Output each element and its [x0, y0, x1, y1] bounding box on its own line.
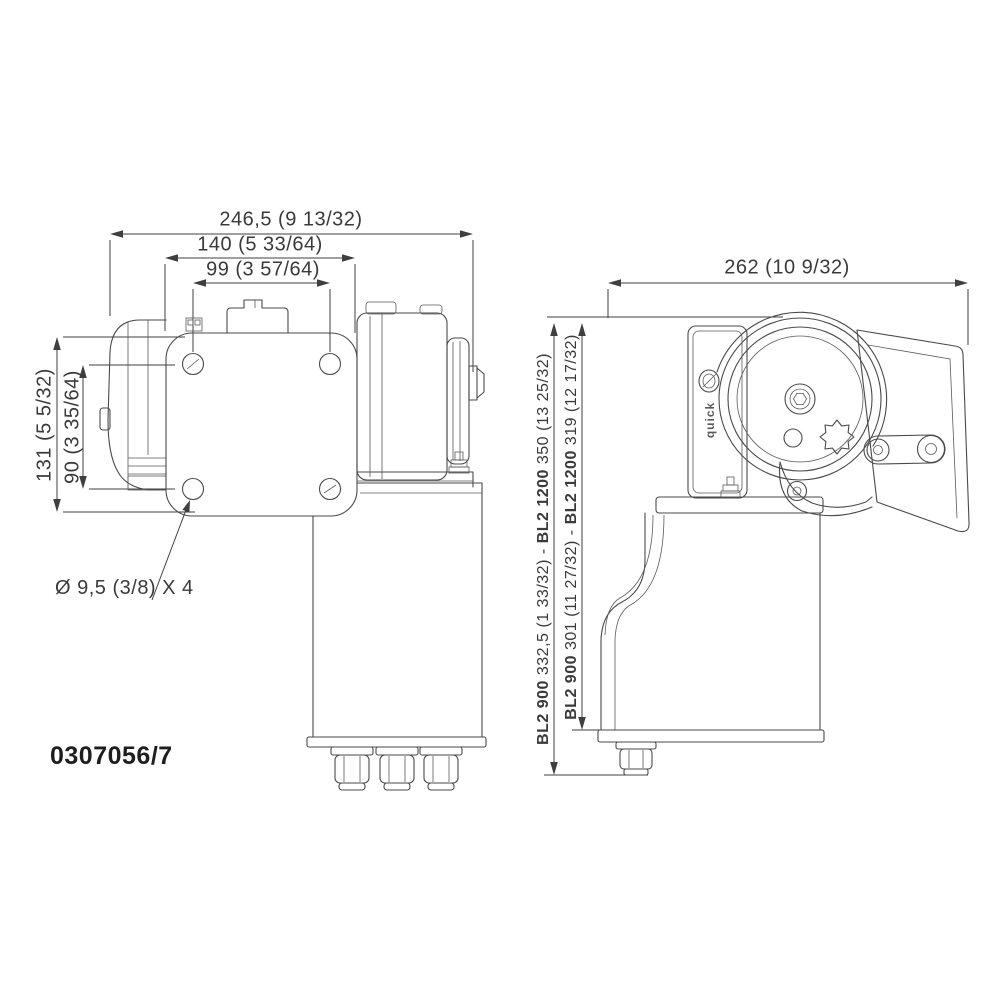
- left-view-drawing: [99, 299, 487, 791]
- brand-emblem: [698, 369, 720, 393]
- cable-gland: [615, 741, 657, 776]
- model-label: BL2 1200: [535, 469, 552, 544]
- motor-body: [597, 512, 825, 743]
- right-view-drawing: [597, 311, 970, 776]
- dim-hole-spacing-horizontal: 99 (3 57/64): [206, 258, 320, 281]
- dim-height-overall: BL2 900 332,5 (1 33/32) - BL2 1200 350 (…: [535, 353, 553, 745]
- dim-value: 319 (12 17/32): [563, 334, 580, 446]
- output-shaft: [476, 367, 485, 399]
- gypsy-drum: [716, 311, 888, 481]
- model-label: BL2 900: [563, 655, 580, 720]
- motor-cylinder: [306, 482, 487, 748]
- dim-plate-width: 140 (5 33/64): [197, 233, 323, 256]
- cable-glands: [330, 746, 463, 791]
- dim-plate-height: 131 (5 5/32): [33, 368, 56, 482]
- dim-overall-width-right: 262 (10 9/32): [724, 256, 850, 279]
- chain-stripper: [778, 461, 873, 517]
- model-label: BL2 900: [535, 680, 552, 745]
- dim-separator: -: [535, 548, 552, 555]
- chain-roller-arm: [863, 434, 946, 465]
- dim-height-body: BL2 900 301 (11 27/32) - BL2 1200 319 (1…: [563, 334, 581, 720]
- mounting-hole-callout: Ø 9,5 (3/8) X 4: [55, 577, 194, 599]
- mounting-holes: [181, 352, 342, 501]
- dim-value: 350 (13 25/32): [535, 353, 552, 465]
- brand-logo-text: quick: [703, 401, 717, 439]
- dim-hole-spacing-vertical: 90 (3 35/64): [61, 370, 84, 484]
- mounting-plate: [165, 332, 358, 517]
- part-number: 0307056/7: [50, 742, 173, 770]
- model-label: BL2 1200: [563, 450, 580, 525]
- left-view-dimensions: [53, 230, 474, 601]
- dim-overall-width-left: 246,5 (9 13/32): [219, 208, 363, 231]
- deck-plate: [856, 329, 970, 533]
- dim-value: 301 (11 27/32): [563, 540, 580, 651]
- clutch-knob: [819, 419, 855, 455]
- dim-value: 332,5 (1 33/32): [535, 559, 552, 676]
- dim-separator: -: [563, 529, 580, 536]
